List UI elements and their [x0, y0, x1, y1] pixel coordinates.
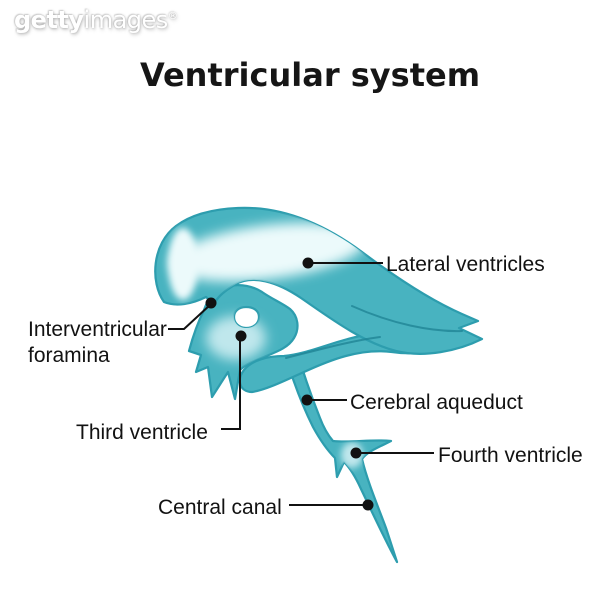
label-interventricular-foramina: Interventricular foramina [28, 318, 167, 367]
page-title: Ventricular system [139, 56, 481, 94]
label-cerebral-aqueduct: Cerebral aqueduct [350, 391, 523, 414]
tail-crease-line [351, 305, 463, 333]
pointer-dot-cerebral-aqueduct [301, 394, 313, 406]
registered-mark: ® [167, 11, 178, 22]
pointer-dot-third-ventricle [235, 330, 247, 342]
label-fourth-ventricle: Fourth ventricle [438, 444, 583, 467]
label-third-ventricle: Third ventricle [76, 421, 208, 444]
band-crease-line [285, 336, 381, 359]
leader-lines [168, 257, 434, 511]
leader-line-interventricular-foramina [168, 304, 211, 330]
lateral-ventricle-highlight [170, 222, 366, 282]
label-lateral-ventricles: Lateral ventricles [386, 253, 545, 276]
watermark-getty-text: getty [14, 6, 84, 34]
pointer-dot-central-canal [362, 499, 374, 511]
anterior-horn-highlight [168, 228, 198, 300]
pointer-dot-lateral-ventricles [302, 257, 314, 269]
watermark-images-text: images [83, 6, 169, 34]
gettyimages-watermark: gettyimages® [14, 6, 178, 34]
label-central-canal: Central canal [158, 496, 282, 519]
leader-line-third-ventricle [221, 338, 241, 430]
pointer-dot-interventricular-foramina [205, 297, 217, 309]
pointer-dot-fourth-ventricle [350, 447, 362, 459]
aqueduct-fourth-ventricle-central-canal-shape [284, 356, 399, 564]
